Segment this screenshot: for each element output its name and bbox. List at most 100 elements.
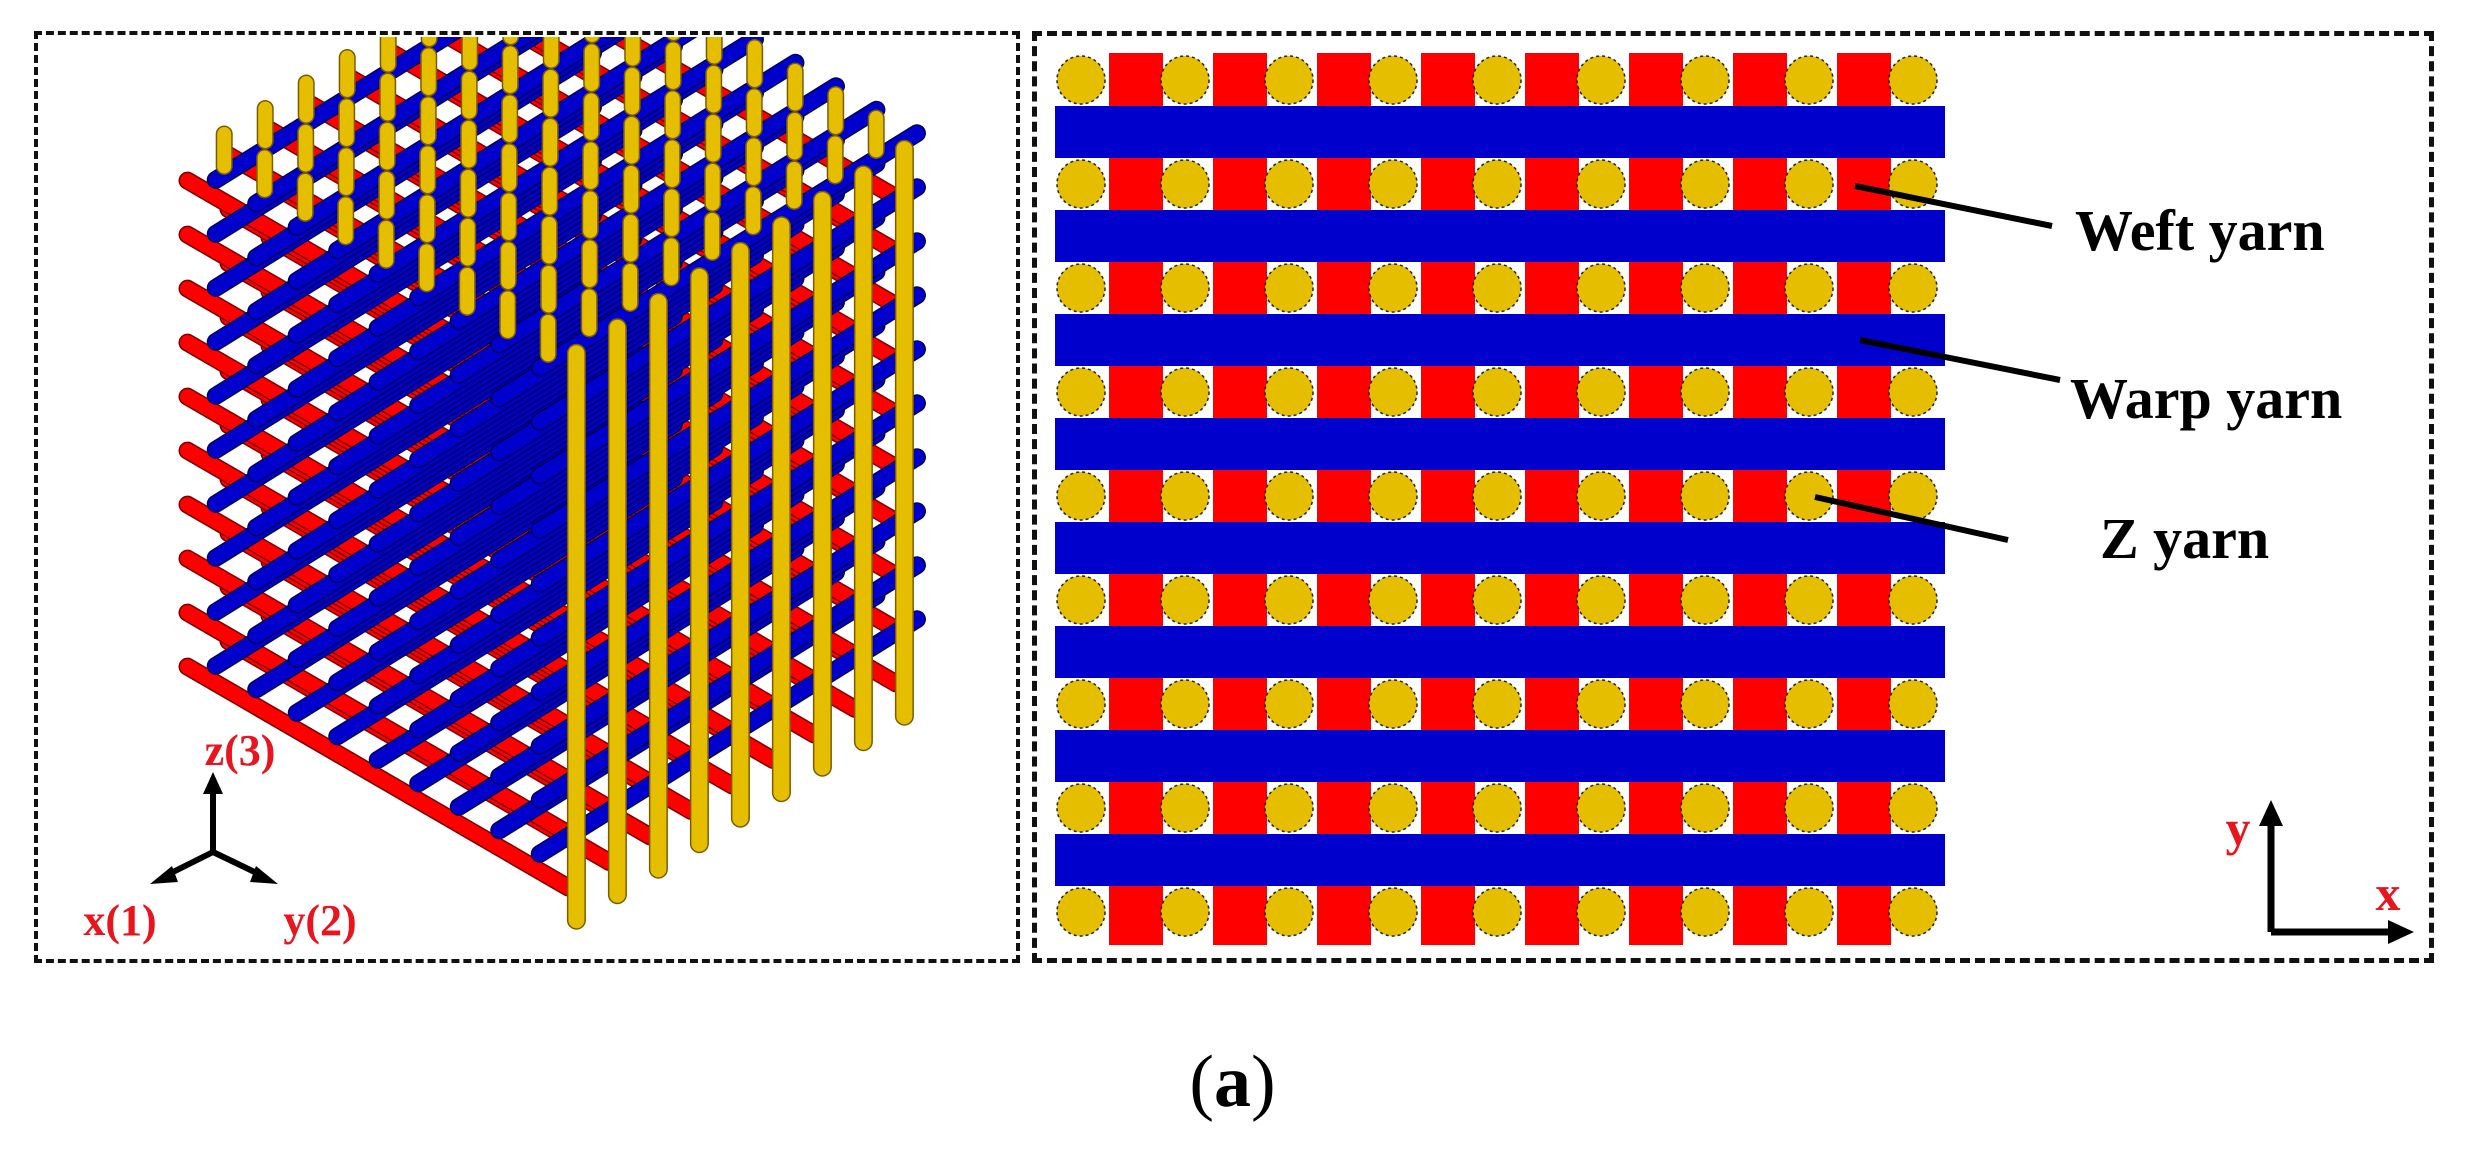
z-yarn-cross-section <box>1680 783 1730 833</box>
weft-yarn-column <box>1525 53 1579 945</box>
weave-top-view <box>1055 53 1945 945</box>
z-yarns-right-face <box>566 139 914 930</box>
warp-yarn-row <box>1055 418 1945 470</box>
warp-yarn-rod-body <box>410 55 803 305</box>
z-yarn-cross-section <box>1264 159 1314 209</box>
z-yarn-label: Z yarn <box>2100 506 2269 571</box>
z-yarn-cross-section <box>1264 783 1314 833</box>
right-axis: y x <box>2226 800 2414 944</box>
z-yarn-cross-section <box>1056 367 1106 417</box>
z-yarn-cross-section <box>1472 263 1522 313</box>
z-yarn-cross-section <box>1368 367 1418 417</box>
z-yarn-cross-section <box>1368 263 1418 313</box>
z-yarn-cross-section <box>1368 159 1418 209</box>
z-yarn-cross-section <box>1056 679 1106 729</box>
z-yarn-cross-section <box>1784 783 1834 833</box>
z-yarn-cross-section <box>1160 159 1210 209</box>
z-yarn-cross-section <box>1784 679 1834 729</box>
z-yarn-cross-section <box>1888 783 1938 833</box>
z-yarn-cross-section <box>1264 263 1314 313</box>
z-yarn-cross-section <box>1784 367 1834 417</box>
warp-yarn-row <box>1055 834 1945 886</box>
z-yarn-cross-section <box>1264 55 1314 105</box>
z-yarn-cross-section <box>1472 783 1522 833</box>
z-yarn-cross-section <box>1784 471 1834 521</box>
z-yarn-cross-section <box>1576 55 1626 105</box>
z-yarn-cross-section <box>1472 679 1522 729</box>
z-yarn-cross-section <box>1888 55 1938 105</box>
z-yarn-cross-section <box>1264 887 1314 937</box>
z-yarn-cross-section <box>1264 367 1314 417</box>
left-panel-frame <box>34 31 1020 963</box>
z-yarn-cross-section <box>1680 159 1730 209</box>
z-yarn-cross-section <box>1160 471 1210 521</box>
z-yarn-cross-section <box>1576 575 1626 625</box>
z-yarn-cross-section <box>1472 575 1522 625</box>
z-yarn-cross-section <box>1680 575 1730 625</box>
z-yarn-cross-section <box>1160 367 1210 417</box>
z-yarn-cross-section <box>1680 367 1730 417</box>
warp-yarn-label: Warp yarn <box>2070 366 2342 431</box>
z-yarn-cross-section <box>1472 471 1522 521</box>
z-yarn-cross-section <box>1472 159 1522 209</box>
z-yarn-cross-section <box>1680 679 1730 729</box>
z-yarn-cross-section <box>1576 471 1626 521</box>
z-yarn-cross-section <box>1472 55 1522 105</box>
z-yarn-cross-section <box>1056 55 1106 105</box>
z-yarn-cross-section <box>1888 367 1938 417</box>
z-yarn-cross-section <box>1368 471 1418 521</box>
z-yarn-cross-section <box>1368 887 1418 937</box>
z-yarn-cross-section <box>1472 887 1522 937</box>
left-axis-triad: z(3) x(1) y(2) <box>83 726 356 945</box>
right-x-axis-label: x <box>2376 865 2401 921</box>
z-yarn-cross-section <box>1576 263 1626 313</box>
z-yarn-cross-section <box>1784 575 1834 625</box>
warp-yarn-row <box>1055 522 1945 574</box>
z-yarn-cross-section <box>1784 887 1834 937</box>
weft-yarn-column <box>1213 53 1267 945</box>
z-yarns-top-face <box>215 37 885 363</box>
warp-yarn-rod-body <box>248 37 538 211</box>
weft-yarn-label: Weft yarn <box>2075 198 2325 263</box>
warp-yarn-rod-body <box>491 102 884 352</box>
weft-yarn-column <box>1837 53 1891 945</box>
z-yarn-cross-section <box>1056 159 1106 209</box>
warp-yarn-rod-body <box>370 37 763 282</box>
z-yarn-cross-section <box>1368 679 1418 729</box>
caption-letter: a <box>1214 1041 1251 1123</box>
z-yarn-cross-section <box>1056 783 1106 833</box>
weft-yarn-column <box>1109 53 1163 945</box>
z-yarn-cross-section <box>1160 263 1210 313</box>
yarn-callouts: Weft yarn Warp yarn Z yarn <box>1814 183 2342 571</box>
woven-cube-3d <box>160 37 975 930</box>
warp-yarn-rod-body <box>289 37 617 235</box>
warp-yarn-row <box>1055 626 1945 678</box>
z-yarn-cross-section <box>1264 471 1314 521</box>
right-y-axis-label: y <box>2226 800 2251 856</box>
z-yarn-cross-section <box>1680 887 1730 937</box>
z-yarn-cross-section <box>1680 55 1730 105</box>
z-yarn-cross-section <box>1472 367 1522 417</box>
warp-yarn-row <box>1055 210 1945 262</box>
weft-yarn-rod-body <box>180 659 576 895</box>
warp-yarn-row <box>1055 730 1945 782</box>
z-yarn-cross-section <box>1056 263 1106 313</box>
z-yarn-cross-section <box>1056 887 1106 937</box>
z-yarn-cross-section <box>1784 263 1834 313</box>
z-yarn-cross-section <box>1680 471 1730 521</box>
warp-yarns-top-face <box>206 37 926 863</box>
y-axis-label: y(2) <box>283 896 356 945</box>
z-yarn-cross-section <box>1680 263 1730 313</box>
z-yarn-cross-section <box>1576 783 1626 833</box>
z-yarn-cross-section <box>1264 575 1314 625</box>
right-panel-frame <box>1032 31 2434 963</box>
z-yarn-cross-section <box>1160 679 1210 729</box>
z-yarn-cross-section <box>1576 159 1626 209</box>
weft-yarn-column <box>1733 53 1787 945</box>
warp-yarn-row <box>1055 314 1945 366</box>
z-yarn-cross-section <box>1888 679 1938 729</box>
z-yarn-cross-section <box>1888 575 1938 625</box>
warp-yarn-rod-body <box>208 37 460 188</box>
z-yarn-cross-section <box>1368 783 1418 833</box>
